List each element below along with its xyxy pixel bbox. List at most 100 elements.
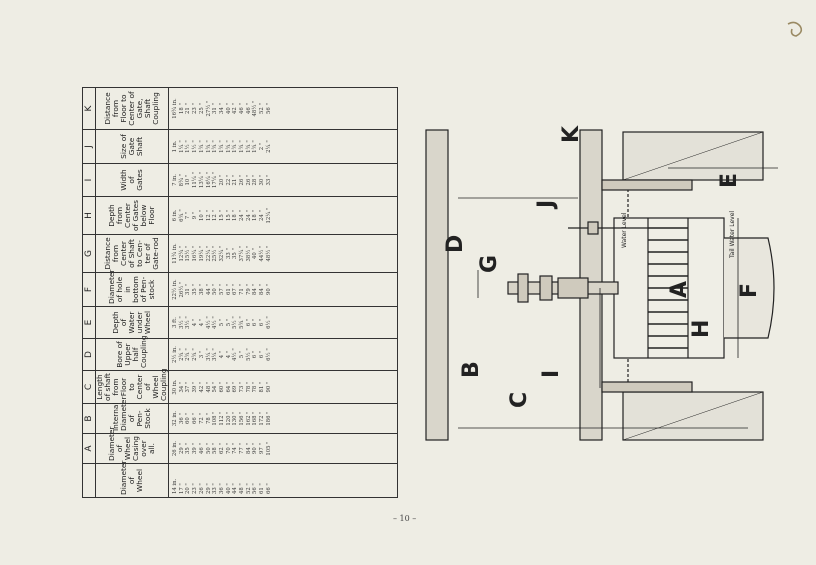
table-cell: 50 ": [212, 284, 219, 295]
table-cell: 12¼ ": [265, 207, 272, 224]
table-cell: 16¼ ": [192, 245, 199, 262]
table-cell: 15 ": [218, 210, 225, 221]
table-cell: 13¼ ": [198, 172, 205, 188]
table-cell: 78 ": [252, 381, 259, 393]
table-cell: 9 ": [192, 211, 199, 220]
table-cell: 8¾ ": [178, 173, 185, 187]
table-cell: 172 ": [259, 411, 266, 426]
table-cell: 90 ": [265, 284, 272, 295]
table-cell: 6½ ": [265, 316, 272, 329]
table-cell: 4 ": [192, 318, 199, 327]
column-header: Width of Gates: [95, 163, 169, 197]
table-cell: 120 ": [225, 411, 232, 426]
table-cell: 1¾ ": [252, 140, 259, 153]
table-cell: 6¾ ": [178, 209, 185, 222]
table-cell: 34 ": [218, 103, 225, 114]
column-values: 7 in.8¾ "10 "11¼ "13¼ "16¼ "17¼ "20 "22 …: [168, 163, 398, 197]
table-cell: 44½ ": [259, 245, 266, 262]
table-cell: 19¼ ": [198, 245, 205, 262]
table-data-row: 14 in.17 "20 "23 "26 "29 "33 "36 "40 "44…: [168, 87, 398, 498]
table-cell: 12 ": [205, 210, 212, 221]
table-cell: 18 ": [252, 210, 259, 221]
column-values: 16¾ in.18 "21 "23 "25 "27½ "31 "34 "40 "…: [168, 87, 398, 130]
table-cell: 6 ": [252, 318, 259, 327]
table-cell: 24 ": [259, 210, 266, 221]
table-cell: 20 ": [218, 174, 225, 186]
table-cell: 38½ ": [245, 245, 252, 262]
table-cell: 24 ": [245, 210, 252, 221]
label-g: G: [477, 255, 502, 273]
table-cell: 77 ": [239, 443, 246, 454]
column-values: 32 in.36 "60 "66 "72 "78 "108 "112 "120 …: [168, 403, 398, 434]
table-cell: 81 ": [259, 381, 266, 393]
table-cell: 48½ ": [265, 245, 272, 262]
table-cell: 10 ": [198, 210, 205, 221]
table-cell: 73 ": [239, 381, 246, 393]
table-cell: 32 in.: [172, 410, 178, 427]
table-cell: 33 ": [225, 248, 232, 259]
column-letter: J: [82, 129, 96, 164]
table-cell: 67 ": [232, 284, 239, 295]
table-cell: 2¾ ": [192, 348, 199, 361]
table-cell: 11¾ in.: [172, 243, 178, 264]
table-cell: 130 ": [232, 411, 239, 426]
column-header: Diameter of hole in bottom of Pen-stock: [95, 269, 169, 307]
table-cell: 39 ": [192, 443, 199, 454]
table-cell: 6 ": [252, 350, 259, 359]
table-cell: 7 in.: [172, 174, 178, 186]
label-e: E: [717, 173, 742, 188]
table-cell: 61 ": [259, 483, 266, 494]
table-cell: 48 ": [239, 483, 246, 494]
table-cell: 26 ": [239, 174, 246, 186]
table-cell: 34 ": [178, 381, 185, 393]
table-cell: 23 ": [192, 103, 199, 114]
table-cell: 84 ": [252, 284, 259, 295]
table-cell: 25½ ": [212, 245, 219, 262]
column-header: Depth of Water under Wheel: [95, 306, 169, 339]
table-cell: 26 in.: [172, 440, 178, 457]
column-values: 1 in.1¼ "1½ "1½ "1¾ "1¾ "1¾ "1¾ "1¾ "1¾ …: [168, 129, 398, 164]
table-cell: 66 ": [192, 413, 199, 424]
column-letter: B: [82, 403, 96, 434]
column-header: Length of shaft from Floor to Center of …: [95, 368, 169, 404]
table-cell: 58 ": [212, 443, 219, 454]
table-cell: 1¾ ": [239, 140, 246, 153]
table-cell: 2¼ ": [265, 140, 272, 153]
table-cell: 31 ": [212, 103, 219, 114]
table-cell: 44 ": [232, 483, 239, 494]
table-cell: 40 ": [225, 483, 232, 494]
table-cell: 5 ": [218, 318, 225, 327]
tail-water-label: Tail Water Level: [729, 211, 736, 259]
column-values: 30 in.34 "37 "39 "42 "48 "54 "60 "64 "69…: [168, 370, 398, 404]
column-values: 22½ in.26½ "31 "35 "38 "44 "50 "57 "61 "…: [168, 272, 398, 307]
table-cell: 27½ ": [205, 100, 212, 117]
table-cell: 162 ": [245, 411, 252, 426]
table-cell: 35 ": [192, 284, 199, 295]
table-cell: 74 ": [232, 443, 239, 454]
table-cell: 61 ": [225, 284, 232, 295]
table-cell: 6 ": [259, 350, 266, 359]
table-cell: 6 ": [259, 318, 266, 327]
table-cell: 29 ": [178, 443, 185, 454]
table-cell: 39 ": [192, 381, 199, 393]
table-cell: 20 ": [185, 483, 192, 494]
column-letter: H: [82, 196, 96, 235]
label-f: F: [737, 283, 762, 298]
table-cell: 24 ": [239, 210, 246, 221]
column-header: Distance from Floor to Center of Gate, S…: [95, 87, 169, 130]
table-cell: 18 ": [178, 103, 185, 114]
table-cell: 112 ": [218, 411, 225, 426]
table-cell: 52 ": [245, 483, 252, 494]
table-cell: 56 ": [265, 103, 272, 114]
table-cell: 12 ": [212, 210, 219, 221]
table-cell: 186 ": [265, 411, 272, 426]
column-header: Size of Gate Shaft: [95, 129, 169, 164]
table-cell: 50 ": [205, 443, 212, 454]
table-cell: 78 ": [205, 413, 212, 424]
table-cell: 22½ in.: [172, 279, 178, 300]
water-level-label: Water Level: [621, 212, 628, 248]
table-cell: 26½ ": [178, 281, 185, 298]
